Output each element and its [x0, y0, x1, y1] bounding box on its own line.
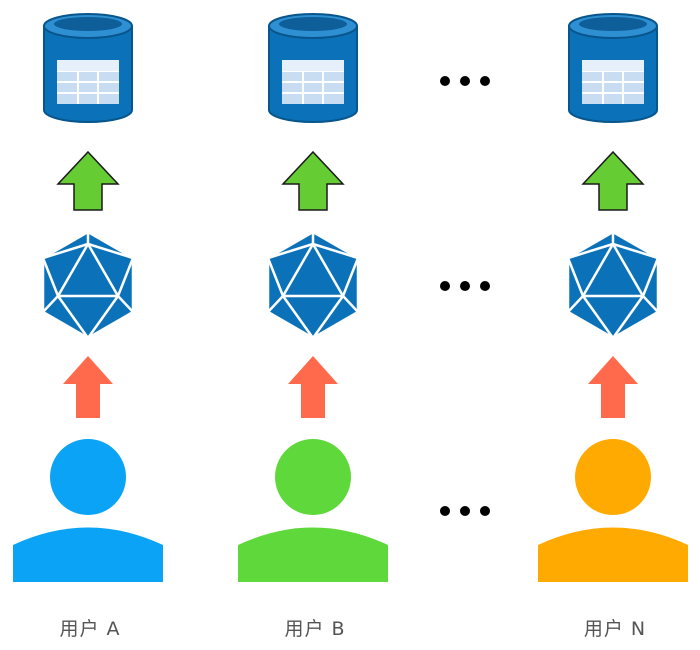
green-arrow-icon: [56, 150, 120, 211]
user-column: 用户 B: [235, 0, 395, 650]
green-arrow-icon: [281, 150, 345, 211]
user-label: 用户 A: [59, 618, 121, 640]
database-icon: [43, 13, 133, 123]
red-arrow-icon: [63, 356, 113, 418]
user-icon: [538, 439, 688, 582]
user-icon: [238, 439, 388, 582]
ellipsis-row-1: [430, 72, 500, 92]
user-column: 用户 N: [535, 0, 695, 650]
green-arrow-icon: [581, 150, 645, 211]
user-label: 用户 B: [284, 618, 346, 640]
ellipsis-row-3: [430, 502, 500, 522]
polyhedron-icon: [266, 230, 360, 340]
user-label: 用户 N: [583, 618, 647, 640]
user-icon: [13, 439, 163, 582]
database-icon: [568, 13, 658, 123]
polyhedron-icon: [41, 230, 135, 340]
red-arrow-icon: [288, 356, 338, 418]
user-column: 用户 A: [10, 0, 170, 650]
ellipsis-row-2: [430, 277, 500, 297]
red-arrow-icon: [588, 356, 638, 418]
database-icon: [268, 13, 358, 123]
polyhedron-icon: [566, 230, 660, 340]
